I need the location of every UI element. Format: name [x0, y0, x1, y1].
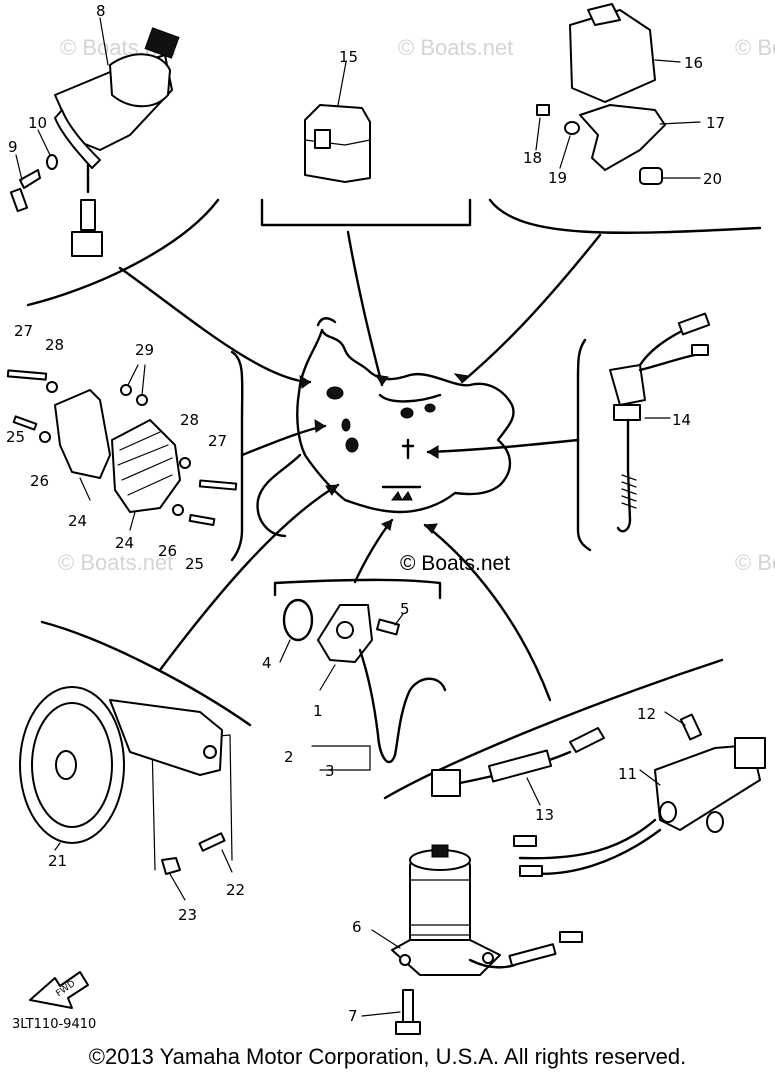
callout-26b: 26	[158, 542, 177, 560]
callout-1: 1	[313, 702, 323, 720]
callout-24a: 24	[68, 512, 87, 530]
copyright-notice: ©2013 Yamaha Motor Corporation, U.S.A. A…	[88, 1044, 687, 1069]
sender-assembly	[279, 598, 447, 771]
callout-25a: 25	[6, 428, 25, 446]
harness-13	[431, 727, 605, 806]
callout-28a: 28	[45, 336, 64, 354]
horn-21	[19, 686, 233, 901]
callout-3: 3	[325, 762, 335, 780]
switch-11	[513, 711, 766, 877]
callout-14: 14	[672, 411, 691, 429]
callout-11: 11	[618, 765, 637, 783]
callout-10: 10	[28, 114, 47, 132]
watermark-mid-right: © Boats.net	[735, 550, 775, 575]
connector-lines	[118, 230, 602, 702]
diagram-code: 3LT110-9410	[12, 1017, 96, 1032]
callout-labels: 8 10 9 15 16 17 18 19 20 27 28 29 28 27 …	[6, 2, 725, 1025]
callout-27b: 27	[208, 432, 227, 450]
callout-9: 9	[8, 138, 18, 156]
callout-4: 4	[262, 654, 272, 672]
callout-8: 8	[96, 2, 106, 20]
group-brackets	[26, 198, 762, 871]
lamp-assembly	[6, 364, 238, 531]
callout-16: 16	[684, 54, 703, 72]
callout-20: 20	[703, 170, 722, 188]
relay-15	[304, 61, 371, 183]
callout-23: 23	[178, 906, 197, 924]
callout-5: 5	[400, 600, 410, 618]
callout-7: 7	[348, 1007, 358, 1025]
watermark-mid-left: © Boats.net	[58, 550, 173, 575]
callout-27a: 27	[14, 322, 33, 340]
stop-switch-14	[609, 312, 711, 533]
callout-6: 6	[352, 918, 362, 936]
callout-24b: 24	[115, 534, 134, 552]
callout-29: 29	[135, 341, 154, 359]
callout-17: 17	[706, 114, 725, 132]
relay-bracket-assembly	[535, 3, 701, 185]
callout-15: 15	[339, 48, 358, 66]
main-switch-assembly	[9, 17, 180, 257]
body-silhouette	[256, 317, 515, 538]
callout-26a: 26	[30, 472, 49, 490]
callout-25b: 25	[185, 555, 204, 573]
watermark-top-center: © Boats.net	[398, 35, 513, 60]
pump-6	[361, 844, 583, 1035]
callout-19: 19	[548, 169, 567, 187]
callout-22: 22	[226, 881, 245, 899]
callout-21: 21	[48, 852, 67, 870]
callout-2: 2	[284, 748, 294, 766]
watermark-center: © Boats.net	[400, 552, 510, 575]
callout-28b: 28	[180, 411, 199, 429]
callout-12: 12	[637, 705, 656, 723]
fwd-arrow-icon: FWD	[29, 971, 89, 1009]
callout-13: 13	[535, 806, 554, 824]
callout-18: 18	[523, 149, 542, 167]
watermark-top-right: © Boats.net	[735, 35, 775, 60]
